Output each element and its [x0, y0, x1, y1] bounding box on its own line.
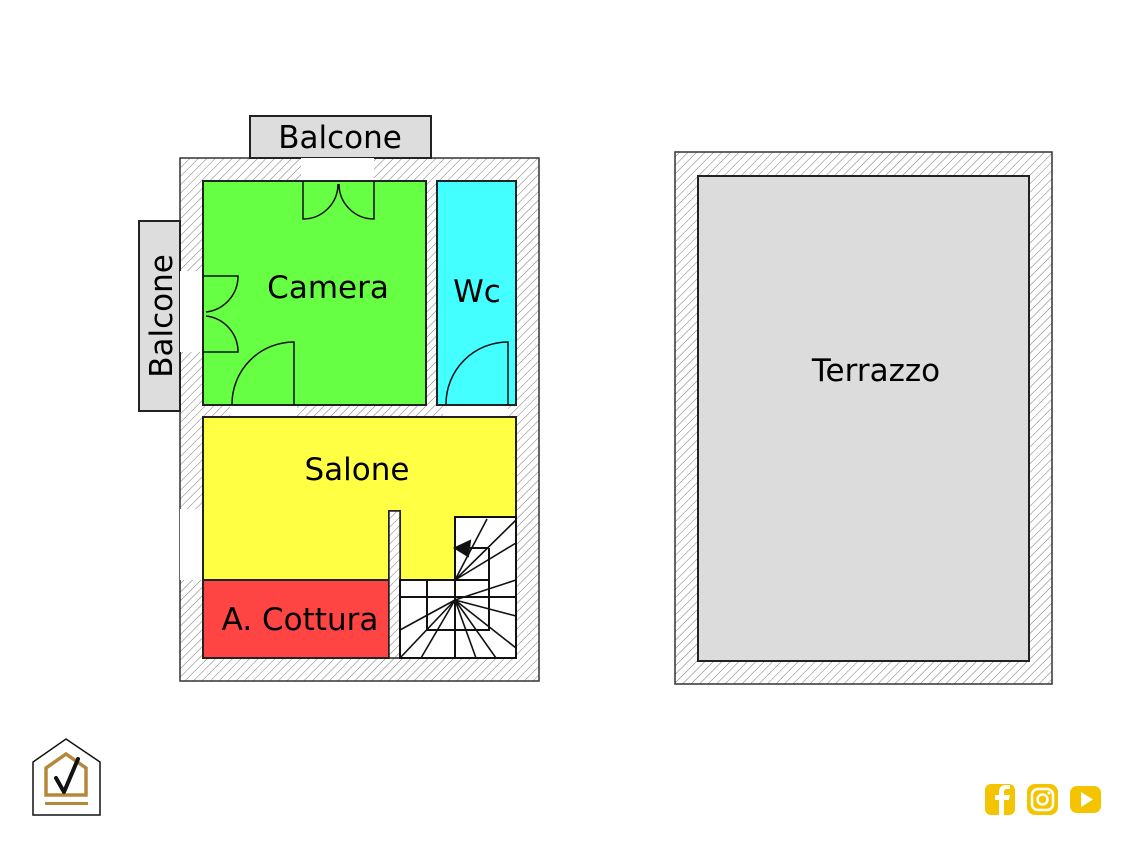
terrace-label: Terrazzo — [811, 353, 940, 389]
room-label-salone: Salone — [305, 452, 410, 488]
facebook-icon[interactable] — [985, 784, 1015, 815]
instagram-icon[interactable] — [1027, 784, 1058, 815]
room-label-cottura: A. Cottura — [222, 602, 379, 638]
partition-wall — [388, 510, 401, 659]
window-opening — [301, 158, 374, 181]
room-label-wc: Wc — [453, 274, 501, 310]
youtube-icon[interactable] — [1070, 786, 1101, 813]
window-opening — [180, 271, 203, 352]
balcony-top — [249, 115, 432, 159]
room-cottura — [202, 579, 390, 659]
door-swings — [203, 181, 509, 405]
house-check-logo — [32, 738, 101, 816]
door-opening — [230, 405, 297, 417]
balcony-left-label: Balcone — [144, 254, 180, 378]
room-wc — [436, 180, 517, 406]
terrace — [697, 175, 1030, 662]
door-opening — [443, 405, 508, 417]
room-label-camera: Camera — [267, 270, 389, 306]
staircase — [399, 516, 517, 659]
window-opening — [180, 509, 203, 580]
room-camera — [202, 180, 427, 406]
balcony-left — [138, 220, 181, 412]
balcony-top-label: Balcone — [278, 120, 402, 156]
